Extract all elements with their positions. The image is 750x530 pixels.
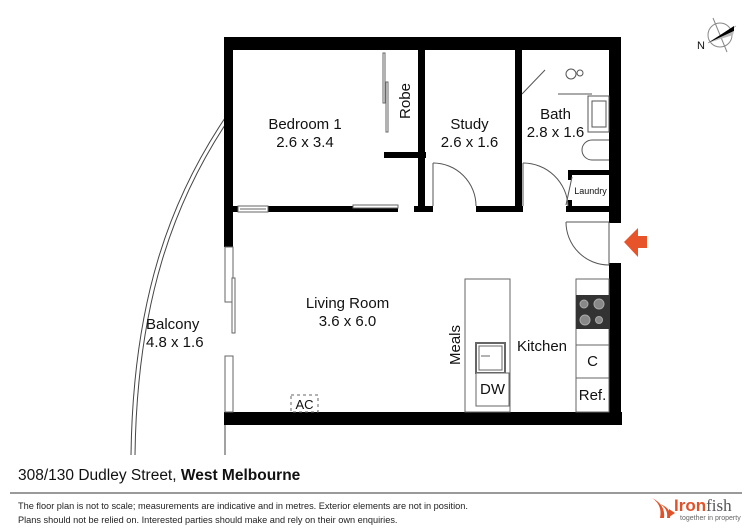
- brand-tagline: together in property: [680, 515, 741, 522]
- ironfish-logo-icon: [652, 498, 675, 518]
- brand-name: Ironfish: [674, 496, 732, 515]
- room-label-bedroom: Bedroom 1 2.6 x 3.4: [255, 116, 355, 152]
- room-name: Study: [450, 116, 489, 133]
- room-size: 3.6 x 6.0: [318, 313, 377, 330]
- windows: [224, 52, 399, 413]
- disclaimer-line-1: The floor plan is not to scale; measurem…: [18, 501, 468, 511]
- property-address: 308/130 Dudley Street, West Melbourne: [18, 467, 300, 485]
- room-size: 2.6 x 3.4: [276, 134, 334, 151]
- room-name: Living Room: [305, 295, 390, 312]
- disclaimer-line-2: Plans should not be relied on. Intereste…: [18, 514, 398, 525]
- footer-divider: [10, 492, 742, 494]
- fixture-cupboard: C: [587, 353, 598, 370]
- entry-arrow-icon: [624, 228, 647, 257]
- balcony-outline: [130, 117, 228, 456]
- room-name: Bedroom 1: [268, 116, 342, 133]
- cooktop: [576, 295, 609, 329]
- fixture-ac: AC: [295, 397, 314, 412]
- room-size: 2.6 x 1.6: [440, 134, 499, 151]
- address-suburb: West Melbourne: [180, 467, 301, 484]
- room-label-robe: Robe: [397, 83, 414, 119]
- ac-unit: [290, 394, 319, 413]
- room-label-study: Study 2.6 x 1.6: [422, 116, 517, 152]
- room-name: Balcony: [146, 316, 200, 333]
- room-label-meals: Meals: [447, 325, 464, 366]
- kitchen-benches: [464, 278, 610, 413]
- brand-logo: Ironfish together in property: [650, 496, 745, 526]
- room-label-living: Living Room 3.6 x 6.0: [290, 295, 405, 331]
- north-arrow-icon: [707, 17, 737, 53]
- fixture-fridge: Ref.: [578, 387, 607, 404]
- door-swings: [432, 162, 610, 266]
- room-label-laundry: Laundry: [574, 186, 607, 196]
- room-label-bath: Bath 2.8 x 1.6: [518, 106, 593, 142]
- bath-fixtures: [521, 68, 610, 161]
- room-label-kitchen: Kitchen: [516, 338, 568, 355]
- room-size: 4.8 x 1.6: [146, 334, 204, 351]
- address-street: 308/130 Dudley Street,: [18, 467, 177, 484]
- room-label-balcony: Balcony 4.8 x 1.6: [146, 316, 212, 352]
- disclaimer: The floor plan is not to scale; measurem…: [18, 500, 468, 527]
- interior-walls: [233, 50, 609, 212]
- compass-north-label: N: [697, 40, 705, 52]
- room-size: 2.8 x 1.6: [526, 124, 585, 141]
- room-name: Bath: [540, 106, 571, 123]
- exterior-walls: [224, 37, 622, 425]
- fixture-dishwasher: DW: [480, 381, 505, 398]
